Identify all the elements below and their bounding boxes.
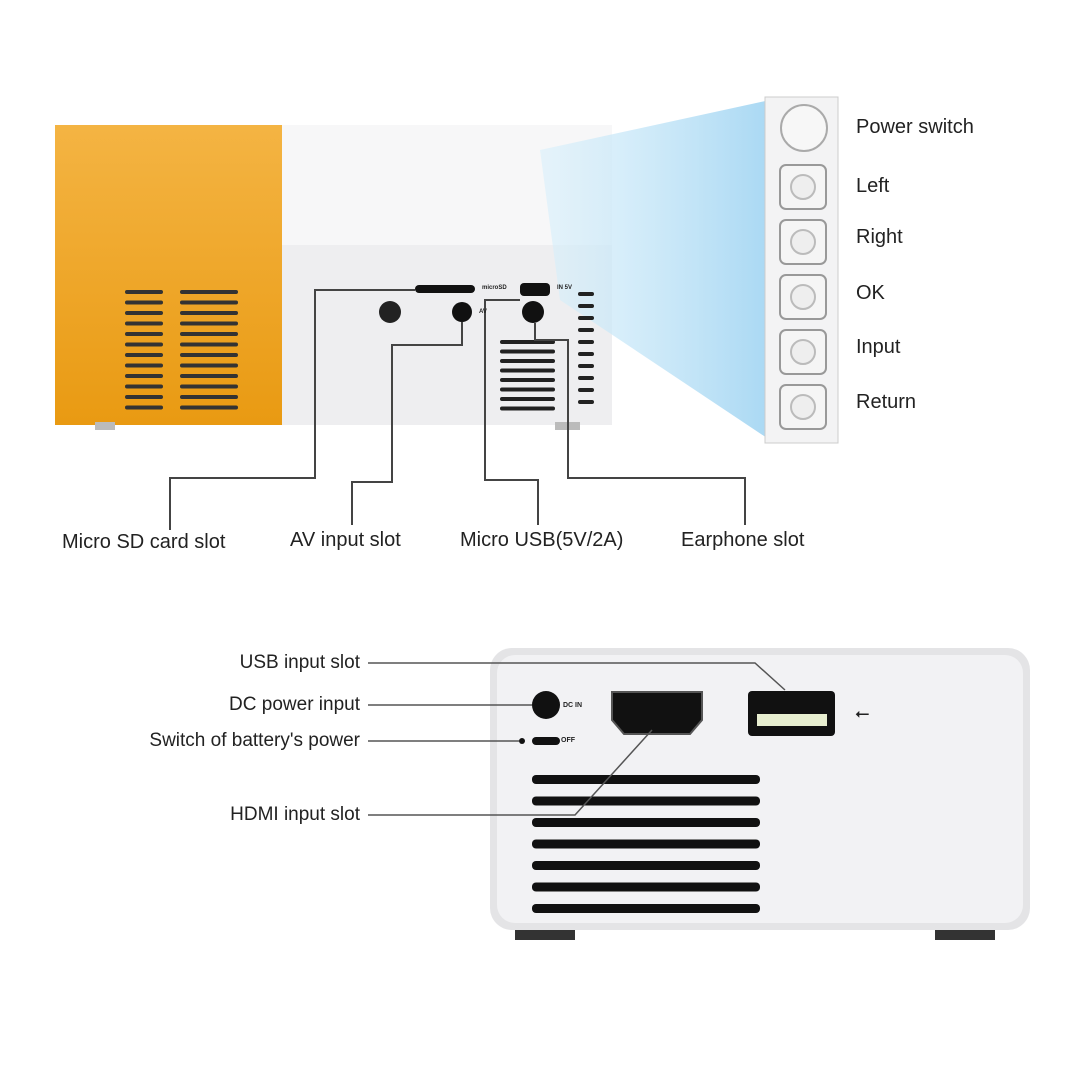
vent-slot <box>125 290 163 294</box>
vent-slot <box>125 363 163 368</box>
label-usb-input: USB input slot <box>239 652 360 673</box>
label-earphone: Earphone slot <box>681 529 805 551</box>
label-dc-power: DC power input <box>229 694 360 715</box>
label-hdmi: HDMI input slot <box>230 804 360 825</box>
vent-slot <box>125 395 163 399</box>
vent-slot <box>578 316 594 320</box>
projector-top-view <box>55 100 770 530</box>
label-power-switch: Power switch <box>856 116 974 138</box>
battery-switch <box>532 737 560 745</box>
vent-slot <box>180 332 238 336</box>
vent-slot <box>500 378 555 382</box>
usb-icon: ⭠ <box>855 703 869 724</box>
vent-slot <box>500 406 555 411</box>
vent-slot <box>180 395 238 399</box>
light-beam <box>540 100 770 440</box>
vent-slot <box>500 387 555 392</box>
power-in-mark: IN 5V <box>557 285 573 291</box>
off-mark: OFF <box>561 737 575 744</box>
vent-slot <box>578 400 594 404</box>
vent-slot <box>532 904 760 913</box>
vent-slot <box>180 290 238 294</box>
vent-slot <box>125 332 163 336</box>
vent-slot <box>180 384 238 389</box>
microsd-slot <box>415 285 475 293</box>
vent-slot <box>180 353 238 357</box>
projector-back-view: ⭠ <box>368 648 1030 940</box>
label-battery-switch: Switch of battery's power <box>149 730 360 751</box>
vent-slot <box>532 861 760 870</box>
vent-slot <box>578 292 594 296</box>
left-icon <box>790 174 816 200</box>
vent-slot <box>180 321 238 326</box>
usb-port <box>748 691 835 736</box>
vent-slot <box>125 300 163 305</box>
vent-slot <box>125 321 163 326</box>
micro-usb-port <box>520 283 550 296</box>
vent-slot <box>500 359 555 363</box>
ok-icon <box>790 284 816 310</box>
label-microsd: Micro SD card slot <box>62 531 226 553</box>
vent-slot <box>578 352 594 356</box>
label-av: AV input slot <box>290 529 401 551</box>
vent-slot <box>500 349 555 354</box>
vent-slot <box>532 775 760 784</box>
leader-lines-top <box>169 289 746 530</box>
label-ok: OK <box>856 282 885 304</box>
vent-slot <box>578 376 594 380</box>
vent-slot <box>180 311 238 315</box>
vent-slot <box>125 353 163 357</box>
vent-slot <box>578 388 594 392</box>
vent-slot <box>125 384 163 389</box>
label-return: Return <box>856 391 917 413</box>
vent-slot <box>180 374 238 378</box>
av-port <box>452 302 472 322</box>
vent-slot <box>500 368 555 373</box>
label-right: Right <box>856 226 903 248</box>
vent-slot <box>532 818 760 827</box>
label-micro-usb: Micro USB(5V/2A) <box>460 529 624 551</box>
button-panel <box>764 96 839 444</box>
dc-mark: DC IN <box>563 702 583 709</box>
hdmi-port <box>611 691 703 735</box>
vent-slot <box>180 405 238 410</box>
label-input: Input <box>856 336 901 358</box>
vent-slot <box>125 405 163 410</box>
av-mark: AV <box>479 309 487 315</box>
leader-lines-back <box>368 662 786 816</box>
vent-slot <box>532 796 760 806</box>
vent-slot <box>578 340 594 344</box>
vent-slot <box>180 363 238 368</box>
earphone-port <box>522 301 544 323</box>
vent-slot <box>125 311 163 315</box>
vent-slot <box>578 304 594 308</box>
input-icon <box>790 339 816 365</box>
vent-slot <box>180 342 238 347</box>
return-icon <box>790 394 816 420</box>
vent-slot <box>578 364 594 368</box>
vent-slot <box>125 342 163 347</box>
vent-slot <box>532 882 760 892</box>
vent-slot <box>578 328 594 332</box>
round-port <box>379 301 401 323</box>
vent-grille-orange <box>125 290 238 410</box>
vent-slot <box>500 397 555 401</box>
right-icon <box>790 229 816 255</box>
dc-jack <box>532 691 560 719</box>
label-left: Left <box>856 175 890 197</box>
microsd-mark: microSD <box>482 285 507 291</box>
vent-slot <box>532 839 760 849</box>
vent-slot <box>180 300 238 305</box>
vent-slot <box>125 374 163 378</box>
